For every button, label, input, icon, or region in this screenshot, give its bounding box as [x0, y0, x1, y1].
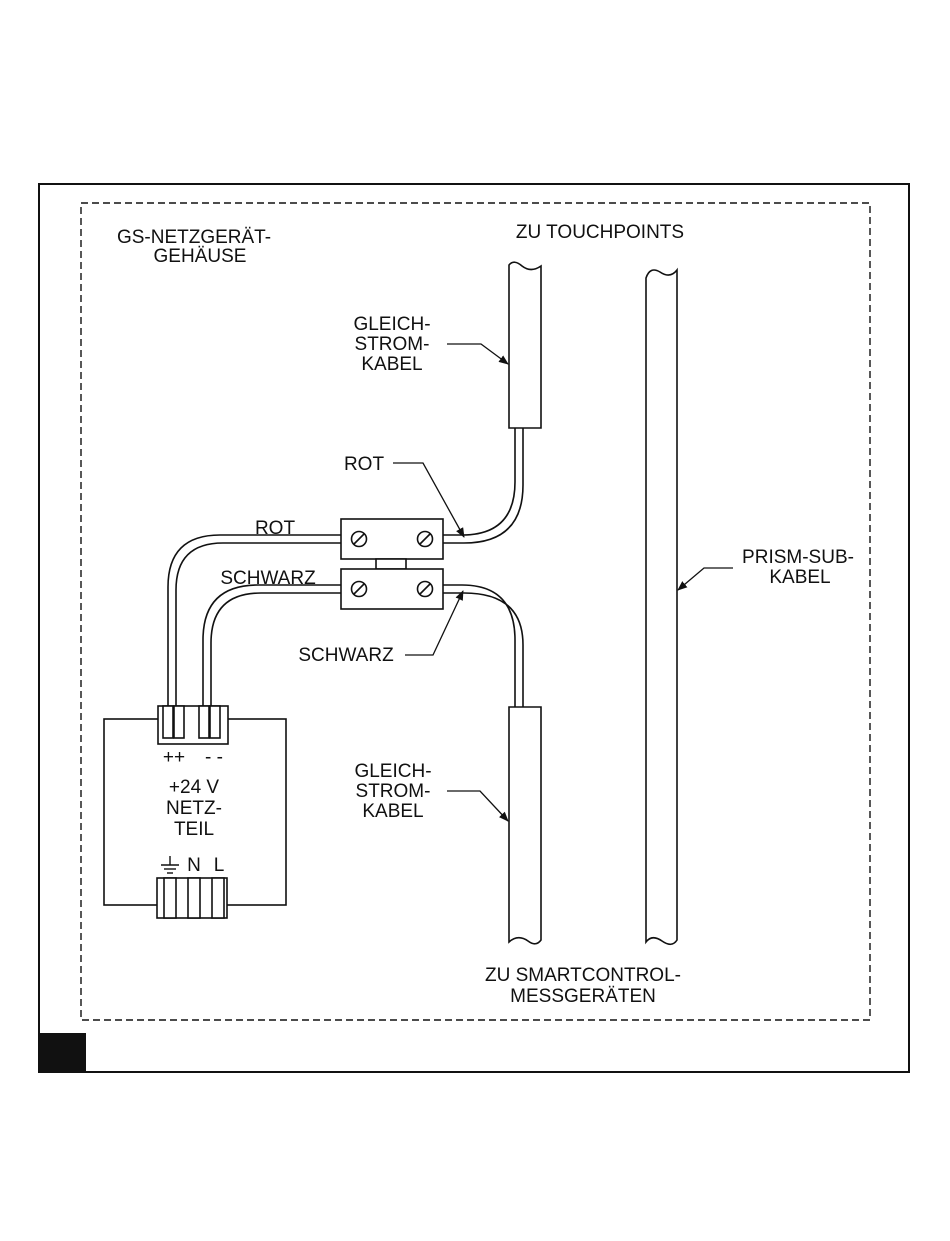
corner-block — [39, 1033, 86, 1072]
label-dc-cable-top-1: GLEICH- — [353, 314, 430, 335]
label-dc-cable-bottom-2: STROM- — [356, 781, 431, 802]
label-schwarz-bottom: SCHWARZ — [298, 645, 394, 666]
label-rot-top: ROT — [344, 454, 385, 475]
leader-dc-top — [447, 344, 508, 364]
label-prism-1: PRISM-SUB- — [742, 547, 854, 568]
outer-frame — [39, 184, 909, 1072]
label-to-touchpoints: ZU TOUCHPOINTS — [516, 222, 684, 243]
label-psu-n: N — [187, 855, 201, 876]
enclosure-label-2: GEHÄUSE — [154, 246, 247, 267]
label-dc-cable-top-2: STROM- — [355, 334, 430, 355]
label-dc-cable-bottom-3: KABEL — [362, 801, 423, 822]
label-to-smartcontrol-1: ZU SMARTCONTROL- — [485, 965, 681, 986]
label-psu-3: TEIL — [174, 819, 214, 840]
label-psu-1: +24 V — [169, 777, 220, 798]
label-dc-cable-bottom-1: GLEICH- — [354, 761, 431, 782]
label-psu-minus: - - — [205, 747, 223, 768]
dc-cable-bottom — [509, 707, 541, 944]
leader-lines — [393, 344, 733, 821]
label-rot-left: ROT — [255, 518, 296, 539]
label-psu-plus: ++ — [163, 747, 185, 768]
label-to-smartcontrol-2: MESSGERÄTEN — [510, 986, 656, 1007]
label-schwarz-left: SCHWARZ — [220, 568, 316, 589]
label-prism-2: KABEL — [769, 567, 830, 588]
terminal-block-schwarz — [341, 569, 443, 609]
dc-cable-top — [509, 262, 541, 428]
terminal-block-rot — [341, 519, 443, 559]
leader-dc-bottom — [447, 791, 508, 821]
label-psu-l: L — [214, 855, 225, 876]
leader-prism — [678, 568, 733, 590]
label-psu-2: NETZ- — [166, 798, 222, 819]
prism-sub-cable — [646, 270, 677, 944]
label-dc-cable-top-3: KABEL — [361, 354, 422, 375]
enclosure-label-1: GS-NETZGERÄT- — [117, 227, 271, 248]
terminal-bridge — [376, 559, 406, 569]
